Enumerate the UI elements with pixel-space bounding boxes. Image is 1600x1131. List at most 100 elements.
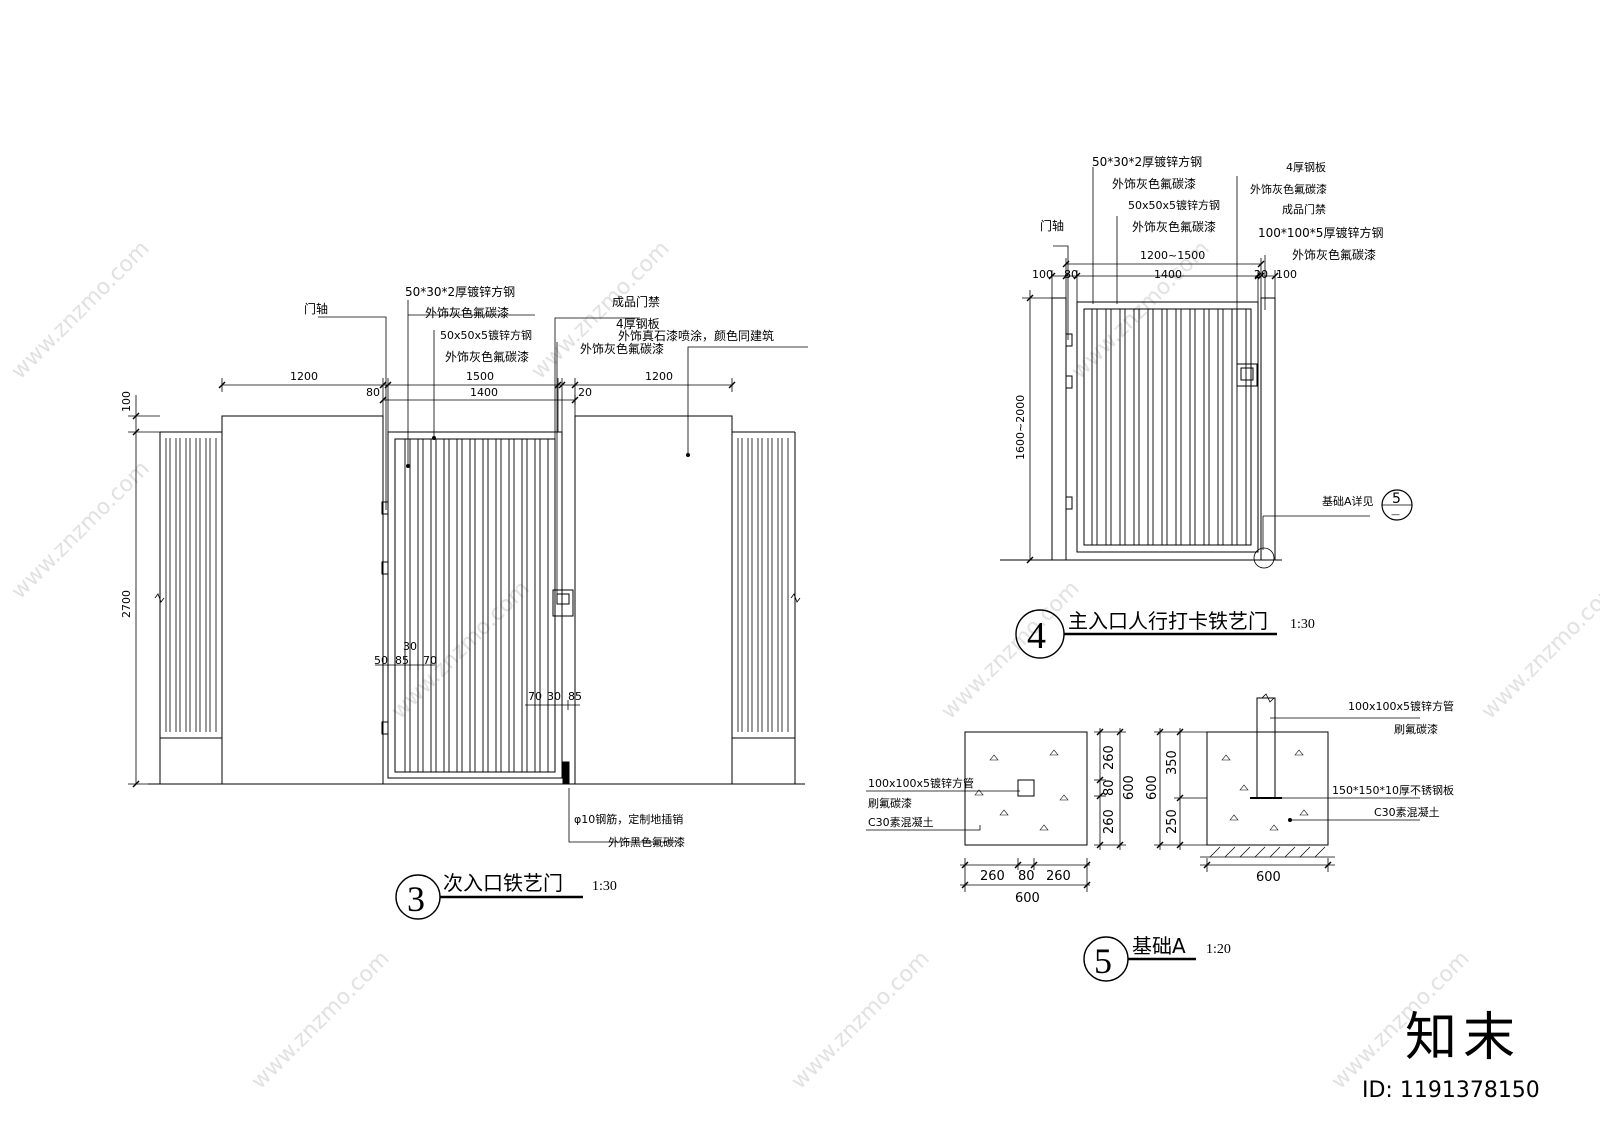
- detail-bubble-top: 5: [1392, 491, 1401, 507]
- watermark-site: www.znzmo.com: [7, 236, 155, 384]
- drawing-5-number: 5: [1094, 941, 1112, 981]
- foundation-plan: [964, 731, 1088, 846]
- label-bar-finish: 外饰灰色氟碳漆: [1132, 220, 1216, 234]
- label-frame-steel: 50*30*2厚镀锌方钢: [1092, 154, 1202, 169]
- label-frame-finish: 外饰灰色氟碳漆: [1112, 177, 1196, 191]
- watermark-site: www.znzmo.com: [247, 946, 395, 1094]
- right-wall: [574, 415, 733, 785]
- dim-opening: 1400: [1154, 268, 1182, 281]
- gate-frame-inner: [1083, 308, 1252, 546]
- plan-vdim-1: 260: [1102, 745, 1117, 770]
- label-pivot: 门轴: [1040, 218, 1064, 233]
- label-frame-steel: 50*30*2厚镀锌方钢: [405, 284, 515, 299]
- section-dim-width: 600: [1256, 870, 1281, 885]
- dim-height: 2700: [120, 590, 133, 618]
- tube-section: [1256, 697, 1276, 799]
- watermark-layer: www.znzmo.com www.znzmo.com www.znzmo.co…: [7, 236, 1600, 1094]
- label-plate-finish: 外饰灰色氟碳漆: [580, 342, 664, 356]
- foundation-section: [1206, 731, 1329, 846]
- plan-dims: [960, 728, 1126, 892]
- drawing-4: [1000, 167, 1413, 659]
- gate-frame-outer: [387, 431, 563, 779]
- detail-bubble-bottom: —: [1391, 510, 1400, 520]
- plan-dim-2: 80: [1018, 869, 1035, 884]
- gate-bars: [1091, 309, 1247, 545]
- watermark-id: ID: 1191378150: [1362, 1078, 1540, 1103]
- dim-post-r: 100: [1276, 268, 1297, 281]
- dim-top-chain: [1048, 258, 1279, 302]
- dim-c3: 85: [568, 690, 582, 703]
- concrete-marks: [974, 749, 1069, 831]
- label-bar-finish: 外饰灰色氟碳漆: [445, 350, 529, 364]
- label-pin-steel: φ10钢筋，定制地插销: [574, 812, 683, 826]
- dim-b3: 30: [403, 640, 417, 653]
- drawing-3-title: 次入口铁艺门: [443, 871, 563, 895]
- drawing-4-number: 4: [1027, 615, 1046, 657]
- label-plate: 4厚钢板: [1286, 160, 1326, 174]
- drawing-5-scale: 1:20: [1206, 942, 1231, 957]
- dim-range: 1200~1500: [1140, 249, 1205, 262]
- hinge: [381, 721, 389, 735]
- post-left: [1051, 297, 1067, 561]
- plan-leaders: [866, 790, 1020, 831]
- watermark-site: www.znzmo.com: [937, 576, 1085, 724]
- watermark-site: www.znzmo.com: [527, 236, 675, 384]
- label-plate: 4厚钢板: [616, 317, 660, 331]
- drawing-3-text: 门轴 50*30*2厚镀锌方钢 外饰灰色氟碳漆 50x50x5镀锌方钢 外饰灰色…: [120, 284, 774, 919]
- label-post-steel: 100*100*5厚镀锌方钢: [1258, 225, 1383, 240]
- hinge: [381, 561, 389, 575]
- plan-dim-total: 600: [1015, 891, 1040, 906]
- dim-bars-right: [525, 700, 580, 710]
- foundation-ref-circle: [1253, 547, 1275, 569]
- hinge: [1065, 333, 1073, 347]
- leaders-3: [318, 300, 808, 843]
- watermark-logo-text: 知末: [1405, 1008, 1521, 1068]
- dim-opening: 1400: [470, 386, 498, 399]
- label-post-finish: 外饰灰色氟碳漆: [1292, 248, 1376, 262]
- drawing-3: [128, 300, 808, 920]
- dim-c2: 30: [547, 690, 561, 703]
- label-access: 成品门禁: [1282, 202, 1326, 216]
- section-label-plate: 150*150*10厚不锈钢板: [1332, 783, 1454, 797]
- watermark-logo: 知末 ID: 1191378150: [1362, 1008, 1540, 1103]
- dim-height: 1600~2000: [1014, 395, 1027, 460]
- left-wall: [221, 415, 384, 785]
- label-pivot: 门轴: [304, 301, 328, 316]
- watermark-site: www.znzmo.com: [787, 946, 935, 1094]
- dim-post-l: 100: [1032, 268, 1053, 281]
- dim-bars-left: [375, 660, 435, 670]
- dim-left-vertical: [128, 395, 801, 788]
- section-vdim-1: 350: [1165, 750, 1180, 775]
- section-label-concrete: C30素混凝土: [1374, 805, 1440, 819]
- gate-frame-outer: [1076, 301, 1259, 553]
- label-foundation-ref: 基础A详见: [1322, 494, 1374, 508]
- drawing-4-title: 主入口人行打卡铁艺门: [1068, 609, 1268, 633]
- ground-pin: [562, 761, 570, 785]
- dim-lock-gap: 20: [578, 386, 592, 399]
- plan-dim-3: 260: [1046, 869, 1071, 884]
- leaders-4: [1053, 167, 1370, 550]
- plan-vdim-total: 600: [1122, 775, 1137, 800]
- drawing-4-text: 50*30*2厚镀锌方钢 外饰灰色氟碳漆 50x50x5镀锌方钢 外饰灰色氟碳漆…: [1014, 154, 1401, 657]
- dim-top-chain: [218, 378, 736, 432]
- dim-left-wall: 1200: [290, 370, 318, 383]
- hinge: [1065, 496, 1073, 510]
- post-right: [1260, 297, 1276, 561]
- dim-left-vertical: [1022, 290, 1052, 564]
- access-control-box: [552, 589, 574, 617]
- drawing-3-number: 3: [407, 879, 425, 919]
- label-bar-steel: 50x50x5镀锌方钢: [440, 328, 532, 342]
- label-wall-finish: 外饰真石漆喷涂，颜色同建筑: [618, 328, 774, 343]
- section-leaders: [1270, 717, 1420, 821]
- drawing-5-text: 100x100x5镀锌方管 刷氟碳漆 C30素混凝土 260 80 260 60…: [868, 699, 1454, 981]
- access-control-box: [1236, 363, 1258, 387]
- concrete-marks: [1221, 749, 1309, 831]
- tube-plan: [1017, 779, 1035, 797]
- watermark-site: www.znzmo.com: [1477, 576, 1600, 724]
- dim-right-wall: 1200: [645, 370, 673, 383]
- section-dims: [1154, 728, 1335, 872]
- watermark-site: www.znzmo.com: [7, 456, 155, 604]
- drawing-5: [866, 693, 1420, 982]
- dim-b4: 70: [423, 654, 437, 667]
- drawing-5-title: 基础A: [1132, 934, 1186, 958]
